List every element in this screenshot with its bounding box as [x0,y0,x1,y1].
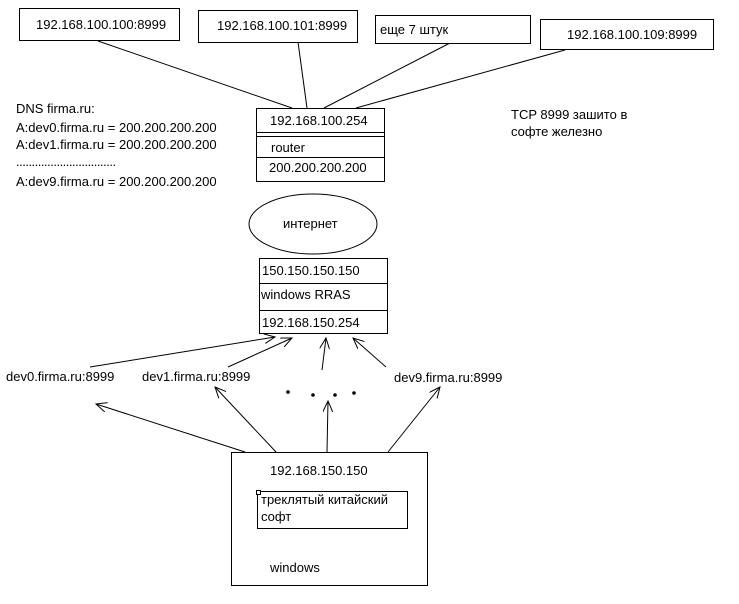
host-box: 192.168.100.109:8999 [540,19,714,50]
host-box: еще 7 штук [375,15,531,44]
dns-record: A:dev0.firma.ru = 200.200.200.200 [16,120,217,135]
ellipsis-dot [311,393,315,397]
rras-box: 150.150.150.150 windows RRAS 192.168.150… [259,258,388,334]
rras-lan-ip: 192.168.150.254 [262,315,360,330]
note-line: TCP 8999 зашито в [511,107,628,122]
host-label: 192.168.100.109:8999 [567,27,698,42]
rras-name-cell: windows RRAS [260,284,387,311]
client-box: 192.168.150.150 треклятый китайский софт… [231,452,428,586]
host-label: еще 7 штук [380,22,449,37]
arrow-client-dev1 [215,387,277,453]
arrow-client-dev0 [96,404,246,453]
router-name-cell: router [257,136,384,158]
ellipsis-dot [352,391,356,395]
dns-title: DNS firma.ru: [16,101,95,116]
arrow-to-rras-4 [353,338,387,368]
host-box: 192.168.100.101:8999 [198,10,358,43]
internet-cloud-shape [248,193,378,255]
line-host1-router [297,41,308,109]
software-label: софт [261,509,292,524]
host-box: 192.168.100.100:8999 [19,8,180,41]
router-lan-ip: 192.168.100.254 [270,113,368,128]
dns-record: A:dev9.firma.ru = 200.200.200.200 [16,174,217,189]
client-os: windows [270,560,320,575]
target-label-dev1: dev1.firma.ru:8999 [142,369,251,384]
rras-lan-cell: 192.168.150.254 [260,311,387,334]
dns-record: A:dev1.firma.ru = 200.200.200.200 [16,137,217,152]
host-label: 192.168.100.100:8999 [36,17,167,32]
ellipsis-dot [333,393,337,397]
router-name: router [271,140,305,155]
router-wan-ip: 200.200.200.200 [269,160,367,175]
arrow-client-dev9 [387,387,440,453]
line-more-router [323,42,451,109]
note-line: софте железно [511,124,603,139]
rras-wan-cell: 150.150.150.150 [260,259,387,284]
target-label-dev0: dev0.firma.ru:8999 [6,369,115,384]
host-label: 192.168.100.101:8999 [217,18,348,33]
rras-wan-ip: 150.150.150.150 [262,263,360,278]
client-ip: 192.168.150.150 [270,463,368,478]
line-host0-router [97,40,293,109]
router-box: 192.168.100.254 router 200.200.200.200 [256,108,385,182]
arrow-to-rras-3 [322,338,326,371]
internet-label: интернет [283,216,338,231]
router-lan-cell: 192.168.100.254 [257,109,384,133]
arrow-client-middle [327,401,328,453]
arrow-to-rras-1 [89,337,275,368]
arrow-to-rras-2 [227,338,292,368]
software-box: треклятый китайский софт [256,490,408,529]
target-label-dev9: dev9.firma.ru:8999 [394,370,503,385]
software-label: треклятый китайский [261,492,389,507]
rras-name: windows RRAS [261,287,351,302]
line-host9-router [355,49,566,109]
router-wan-cell: 200.200.200.200 [257,158,384,182]
dns-record: ................................ [16,154,116,169]
ellipsis-dot [286,390,290,394]
resize-handle-icon [256,490,261,495]
